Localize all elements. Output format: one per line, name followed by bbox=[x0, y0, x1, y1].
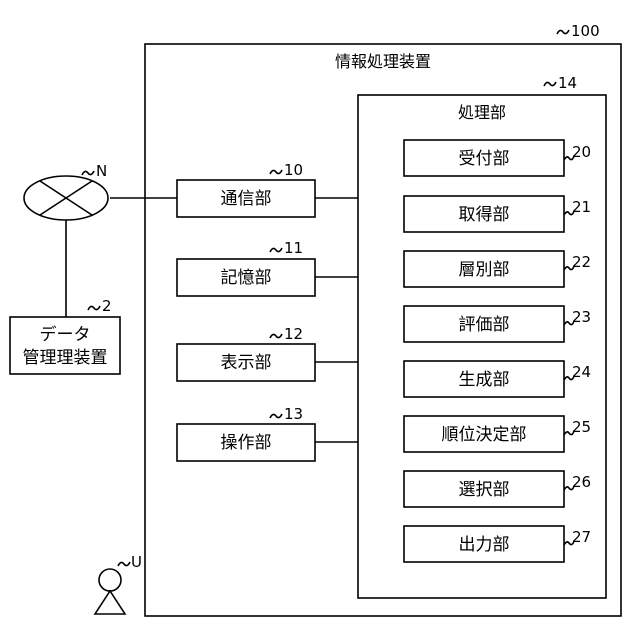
sub-label-ranking: 順位決定部 bbox=[442, 425, 527, 445]
leader-100 bbox=[557, 30, 569, 34]
leader-2 bbox=[88, 306, 100, 310]
unit-ref-storage: 11 bbox=[284, 239, 303, 257]
unit-label-display: 表示部 bbox=[221, 353, 272, 373]
sub-ref-stratification: 22 bbox=[572, 253, 591, 271]
leader-12 bbox=[270, 334, 282, 338]
sub-ref-output: 27 bbox=[572, 528, 591, 546]
processing-box bbox=[358, 95, 606, 598]
apparatus-ref: 100 bbox=[571, 22, 600, 40]
sub-ref-acquisition: 21 bbox=[572, 198, 591, 216]
sub-ref-selection: 26 bbox=[572, 473, 591, 491]
unit-ref-communication: 10 bbox=[284, 161, 303, 179]
leader-14 bbox=[544, 82, 556, 86]
sub-ref-ranking: 25 bbox=[572, 418, 591, 436]
sub-label-output: 出力部 bbox=[459, 535, 510, 555]
unit-label-storage: 記憶部 bbox=[221, 268, 272, 288]
apparatus-box bbox=[145, 44, 621, 616]
data-manager-line2: 管理理装置 bbox=[23, 348, 108, 368]
unit-ref-display: 12 bbox=[284, 325, 303, 343]
sub-label-evaluation: 評価部 bbox=[459, 315, 510, 335]
data-manager-ref: 2 bbox=[102, 297, 112, 315]
leader-10 bbox=[270, 170, 282, 174]
apparatus-label: 情報処理装置 bbox=[335, 52, 431, 71]
processing-label: 処理部 bbox=[458, 103, 506, 122]
leader-U bbox=[118, 562, 130, 566]
user-ref: U bbox=[131, 553, 142, 571]
network-ref: N bbox=[96, 162, 107, 180]
sub-label-stratification: 層別部 bbox=[459, 260, 510, 280]
leader-N bbox=[82, 171, 94, 175]
user-icon bbox=[99, 569, 121, 591]
data-manager-line1: データ bbox=[40, 324, 91, 345]
sub-ref-evaluation: 23 bbox=[572, 308, 591, 326]
sub-label-acquisition: 取得部 bbox=[459, 205, 510, 225]
sub-label-generation: 生成部 bbox=[459, 370, 510, 390]
unit-label-communication: 通信部 bbox=[221, 189, 272, 209]
leader-13 bbox=[270, 414, 282, 418]
leader-11 bbox=[270, 248, 282, 252]
sub-label-selection: 選択部 bbox=[459, 480, 510, 500]
sub-ref-reception: 20 bbox=[572, 143, 591, 161]
processing-ref: 14 bbox=[558, 74, 577, 92]
sub-ref-generation: 24 bbox=[572, 363, 591, 381]
unit-label-operation: 操作部 bbox=[221, 433, 272, 453]
sub-label-reception: 受付部 bbox=[459, 149, 510, 169]
unit-ref-operation: 13 bbox=[284, 405, 303, 423]
